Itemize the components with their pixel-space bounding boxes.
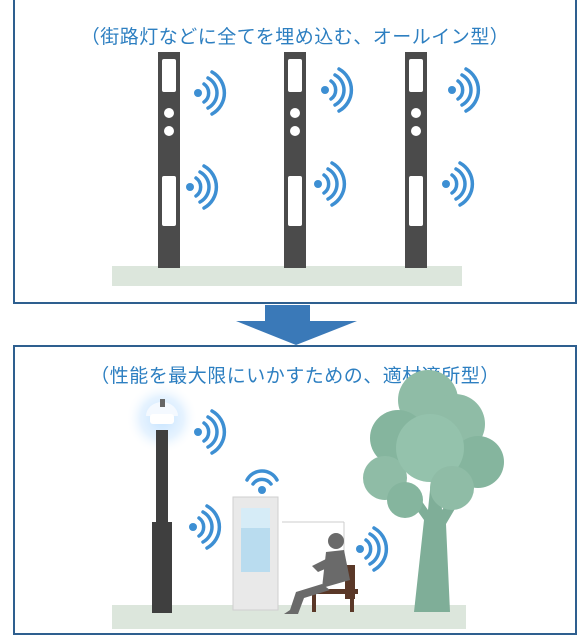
wifi-signal-icon [312,161,347,207]
smart-pole-3 [405,52,427,268]
smart-pole-1 [158,52,180,268]
wifi-signal-icon [192,409,227,455]
wifi-signal-icon [184,164,219,210]
wifi-signal-icon [446,67,481,113]
top-ground [112,266,462,286]
right-place-caption: （性能を最大限にいかすための、適材適所型） [90,365,500,387]
wifi-signal-icon [440,161,475,207]
bench-person-icon [284,533,358,614]
tree-icon [363,370,504,612]
digital-signage-icon [232,496,279,611]
wifi-signal-icon [245,469,279,496]
wifi-signal-icon [192,70,227,116]
all-in-one-caption: （街路灯などに全てを埋め込む、オールイン型） [80,26,510,48]
wifi-signal-icon [319,67,354,113]
wifi-signal-icon [187,504,222,550]
right-place-panel: （性能を最大限にいかすための、適材適所型） [13,345,577,635]
down-arrow-icon [236,305,357,345]
smart-pole-2 [284,52,306,268]
wifi-signal-icon [354,526,389,572]
street-lamp-icon [126,382,198,613]
